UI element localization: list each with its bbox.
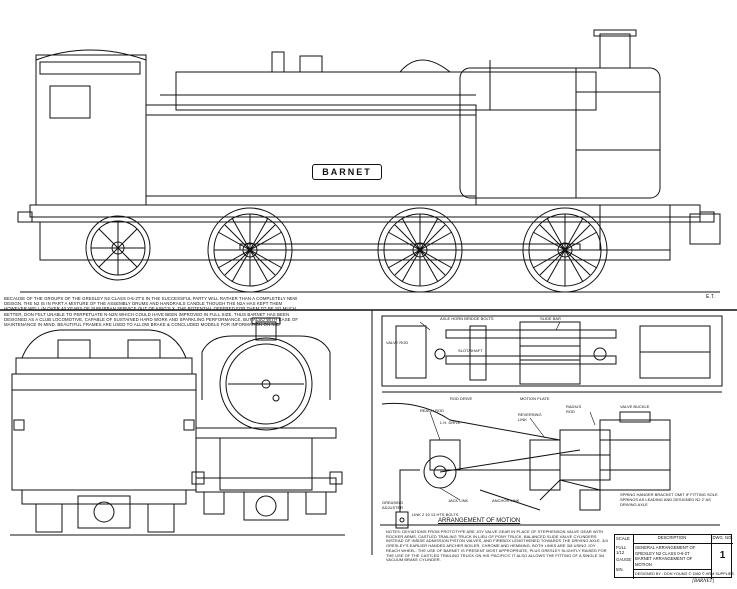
signature: [BARNET] bbox=[692, 579, 715, 584]
side-elevation bbox=[17, 29, 721, 293]
label-anchor-link: ANCHOR LINK bbox=[492, 498, 520, 503]
label-hts-bolts: LINK 2 10 13 HTS BOLTS bbox=[412, 512, 459, 517]
nameplate-text: BARNET bbox=[322, 167, 372, 177]
nameplate: BARNET bbox=[312, 164, 382, 180]
mark-top-right: E.T. bbox=[706, 294, 715, 300]
label-reversing-link: REVERSING LINK bbox=[518, 412, 542, 422]
scale-value: FULL 1/12 bbox=[616, 545, 627, 555]
title-block: SCALE FULL 1/12 GAUGE 5in. DESCRIPTION D… bbox=[614, 534, 734, 579]
notes-text: NOTES: DEVIATIONS FROM PROTOTYPE ARE JOY… bbox=[386, 529, 608, 563]
front-view bbox=[190, 317, 345, 536]
label-valve-rod: VALVE ROD bbox=[386, 340, 409, 345]
intro-text: BECAUSE OF THE GROUPS OF THE GRESLEY N2 … bbox=[4, 296, 299, 328]
rear-view bbox=[10, 329, 200, 536]
label-eccentric: SLOT/SHAFT bbox=[458, 348, 483, 353]
copyright: © 1980 © HRM Supplies bbox=[688, 572, 734, 576]
label-rod-drive: ROD DRIVE bbox=[450, 396, 473, 401]
scale-label: SCALE bbox=[616, 536, 630, 541]
label-axle-bolts: AXLE HORN BRIDGE BOLTS bbox=[440, 316, 494, 321]
label-radius-rod: RADIUS ROD bbox=[566, 404, 582, 414]
title-line-2: GRESLEY N2 CLASS 0-6-2T bbox=[635, 550, 690, 556]
label-spring-hanger: SPRING HANGER BRACKET OMIT IF FITTING SO… bbox=[620, 492, 718, 507]
label-valve-buckle: VALVE BUCKLE bbox=[620, 404, 650, 409]
arrangement-title: ARRANGEMENT OF MOTION bbox=[438, 518, 521, 524]
gauge-value: 5in. bbox=[616, 567, 624, 572]
title-line-3: BARNET ARRANGEMENT OF MOTION bbox=[635, 556, 693, 567]
dwg-number: 1 bbox=[719, 550, 726, 561]
designed-by: DESIGNED BY : DON YOUNG bbox=[635, 572, 688, 576]
label-greasing: GREASING ADJUSTER bbox=[382, 500, 404, 510]
title-line-1: GENERAL ARRANGEMENT OF bbox=[635, 545, 696, 550]
description-label: DESCRIPTION bbox=[657, 535, 687, 540]
label-lh-drive: L.H. DRIVE bbox=[440, 420, 461, 425]
label-reach-rod: REACH ROD bbox=[420, 408, 445, 413]
label-jack-link: JACK LINK bbox=[448, 498, 469, 503]
label-slide-bar: SLIDE BAR bbox=[540, 316, 561, 321]
motion-elevation bbox=[380, 402, 720, 529]
gauge-label: GAUGE bbox=[616, 557, 632, 562]
leader-lines bbox=[419, 321, 596, 501]
dwg-label: DWG. No. bbox=[712, 535, 733, 544]
plan-view-motion bbox=[381, 315, 723, 393]
label-motion-plate: MOTION PLATE bbox=[520, 396, 550, 401]
